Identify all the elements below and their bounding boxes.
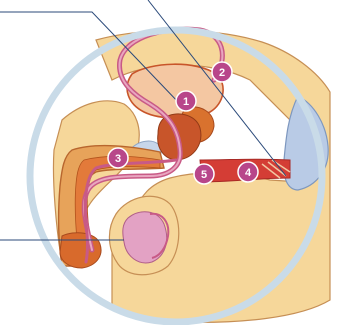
svg-text:5: 5 (201, 169, 207, 181)
glans (60, 233, 101, 268)
marker-4: 4 (238, 162, 258, 182)
svg-text:3: 3 (115, 153, 121, 165)
svg-text:1: 1 (183, 96, 189, 108)
marker-5: 5 (194, 164, 214, 184)
testis (123, 212, 167, 263)
bladder (127, 64, 223, 118)
marker-1: 1 (176, 91, 196, 111)
marker-3: 3 (108, 148, 128, 168)
svg-text:4: 4 (245, 167, 252, 179)
svg-text:2: 2 (219, 67, 225, 79)
marker-2: 2 (212, 62, 232, 82)
